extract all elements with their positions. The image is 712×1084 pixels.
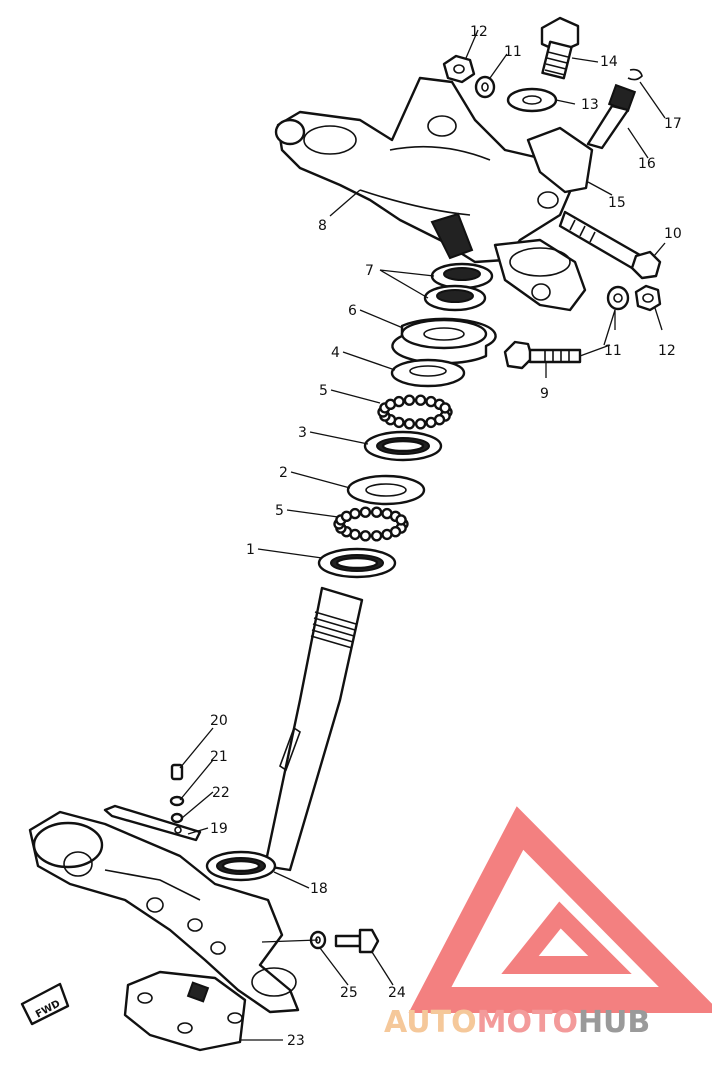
bolt-14 <box>540 16 580 80</box>
callout-25: 25 <box>340 985 358 1001</box>
callout-21: 21 <box>210 749 228 765</box>
washer-13 <box>506 87 558 113</box>
lower-bracket <box>28 810 300 1014</box>
svg-text:AUTOMOTOHUB: AUTOMOTOHUB <box>384 1005 650 1040</box>
callout-9: 9 <box>540 386 549 402</box>
bracket-plate-19 <box>103 804 202 842</box>
leader-lines <box>179 29 666 1041</box>
bearing-ball <box>414 418 427 430</box>
bearing-ball <box>439 402 451 414</box>
callout-22: 22 <box>212 785 230 801</box>
bearing-cover-6 <box>391 317 497 365</box>
bearing-ball <box>370 506 383 518</box>
clip-17 <box>627 68 643 81</box>
callout-10: 10 <box>664 226 682 242</box>
bearing-ball <box>349 507 361 520</box>
ball-bearings-5-bottom <box>333 506 409 542</box>
callout-12-top: 12 <box>470 24 488 40</box>
callout-16: 16 <box>638 156 656 172</box>
bearing-ball <box>403 394 416 406</box>
callout-13: 13 <box>581 97 599 113</box>
steering-stem <box>263 586 364 872</box>
lower-cover-23 <box>123 970 247 1052</box>
nut-12-top <box>442 54 476 84</box>
callout-18: 18 <box>310 881 328 897</box>
ring-nuts-7 <box>423 262 494 312</box>
watermark-moto: MOTO <box>477 1005 578 1040</box>
automotohub-watermark-logo <box>408 806 712 1013</box>
watermark-auto: AUTO <box>384 1005 477 1040</box>
callout-5-bottom: 5 <box>275 503 284 519</box>
ball-bearings-5-top <box>377 394 453 430</box>
callout-5-top: 5 <box>319 383 328 399</box>
screw-20 <box>170 763 184 781</box>
callout-20: 20 <box>210 713 228 729</box>
automotohub-watermark-text: AUTOMOTOHUB <box>384 1005 650 1040</box>
fwd-direction-arrow: FWD <box>20 982 70 1026</box>
callout-8: 8 <box>318 218 327 234</box>
bearing-ball <box>425 416 437 429</box>
bearing-ball <box>395 514 407 526</box>
washer-11-right <box>606 285 630 311</box>
callout-7: 7 <box>365 263 374 279</box>
callout-12-right: 12 <box>658 343 676 359</box>
upper-bracket-crown <box>274 76 587 312</box>
washer-22 <box>170 812 184 824</box>
collar-18 <box>205 850 277 882</box>
bolt-24 <box>334 928 380 954</box>
callout-23: 23 <box>287 1033 305 1049</box>
callout-15: 15 <box>608 195 626 211</box>
callout-11-right: 11 <box>604 343 622 359</box>
bearing-race-4 <box>390 358 466 388</box>
callout-17: 17 <box>664 116 682 132</box>
watermark-hub: HUB <box>578 1005 650 1040</box>
bearing-ball <box>414 394 427 406</box>
nut-12-right <box>634 284 662 312</box>
bearing-ball <box>359 506 372 518</box>
bearing-ball <box>381 528 393 541</box>
callout-labels: 1 2 3 4 5 5 6 7 8 9 10 11 11 12 12 13 14… <box>210 24 682 1049</box>
bearing-ball <box>370 530 383 542</box>
callout-24: 24 <box>388 985 406 1001</box>
bolt-16 <box>586 83 637 150</box>
bearing-ball <box>359 530 372 542</box>
washer-11-top <box>474 75 496 99</box>
bolt-10 <box>558 210 662 280</box>
bolt-9 <box>503 340 582 370</box>
bearing-race-3 <box>363 430 443 462</box>
callout-6: 6 <box>348 303 357 319</box>
bearing-race-2 <box>346 474 426 506</box>
callout-2: 2 <box>279 465 288 481</box>
bearing-ball <box>403 418 416 430</box>
callout-11-top: 11 <box>504 44 522 60</box>
clamp-15 <box>526 126 594 194</box>
callout-14: 14 <box>600 54 618 70</box>
bearing-ball <box>393 395 405 408</box>
callout-3: 3 <box>298 425 307 441</box>
callout-4: 4 <box>331 345 340 361</box>
callout-1: 1 <box>246 542 255 558</box>
callout-19: 19 <box>210 821 228 837</box>
bearing-race-1 <box>317 547 397 579</box>
